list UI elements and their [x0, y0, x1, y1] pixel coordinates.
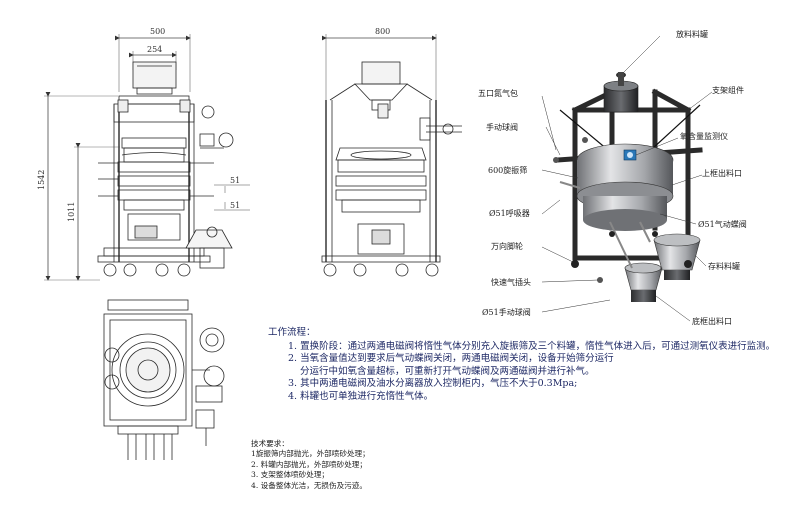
tech-requirements: 技术要求： 1旋振筛内部抛光，外部喷砂处理； 2. 料罐内部抛光，外部喷砂处理；… — [251, 439, 491, 491]
tech-req-4: 4. 设备整体光洁，无损伤及污迹。 — [251, 480, 367, 490]
tech-req-1: 1旋振筛内部抛光，外部喷砂处理； — [251, 449, 370, 459]
process-step-1: 1. 置换阶段：通过两通电磁阀将惰性气体分别充入旋振筛及三个料罐，惰性气体进入后… — [288, 340, 776, 352]
callout-discharge-tank: 放料料罐 — [676, 29, 708, 39]
side-view — [321, 34, 462, 277]
process-step-2-cont: 分运行中如氧含量超标，可重新打开气动蝶阀及两通磁阀并进行补气。 — [300, 365, 595, 377]
callout-bottom-outlet: 底框出料口 — [692, 316, 732, 326]
process-step-3: 3. 其中两通电磁阀及油水分离器放入控制柜内，气压不大于0.3Mpa; — [288, 378, 578, 390]
isometric-render — [553, 72, 703, 302]
callout-pneumatic-butterfly-valve: Ø51气动蝶阀 — [698, 219, 747, 229]
process-step-4: 4. 料罐也可单独进行充惰性气体。 — [288, 390, 434, 402]
callout-breather: Ø51呼吸器 — [489, 208, 530, 218]
callout-oxygen-monitor: 氧含量监测仪 — [680, 131, 728, 141]
tech-requirements-title: 技术要求： — [251, 439, 289, 448]
callout-quick-connector: 快速气插头 — [491, 277, 531, 287]
callout-upper-outlet: 上框出料口 — [702, 168, 742, 178]
callout-manual-ball-valve-51: Ø51手动球阀 — [482, 307, 531, 317]
top-view — [103, 299, 225, 460]
process-notes-title: 工作流程： — [268, 327, 316, 338]
dim-height: 1542 — [37, 170, 46, 190]
callout-manual-ball-valve: 手动球阀 — [486, 122, 518, 132]
process-step-2: 2. 当氧含量值达到要求后气动蝶阀关闭，两通电磁阀关闭，设备开始筛分运行 — [288, 353, 614, 365]
process-notes: 工作流程： 1. 置换阶段：通过两通电磁阀将惰性气体分别充入旋振筛及三个料罐，惰… — [268, 327, 776, 404]
callout-caster: 万向脚轮 — [491, 241, 523, 251]
callout-storage-tank: 存料料罐 — [708, 261, 740, 271]
tech-req-2: 2. 料罐内部抛光，外部喷砂处理； — [251, 459, 367, 469]
dim-front-width: 500 — [150, 27, 165, 36]
callout-leaders — [541, 35, 713, 322]
tech-req-3: 3. 支架整体喷砂处理； — [251, 470, 330, 480]
callout-frame-assembly: 支架组件 — [712, 85, 744, 95]
callout-vibrating-sieve: 600旋振筛 — [488, 165, 527, 175]
dim-inner-width: 254 — [147, 45, 162, 54]
dim-offset-upper: 51 — [230, 176, 240, 185]
dim-side-width: 800 — [375, 27, 390, 36]
callout-nitrogen-manifold: 五口氮气包 — [478, 88, 518, 98]
front-view — [44, 34, 250, 281]
dim-offset-lower: 51 — [230, 201, 240, 210]
dim-mid-height: 1011 — [67, 202, 76, 222]
